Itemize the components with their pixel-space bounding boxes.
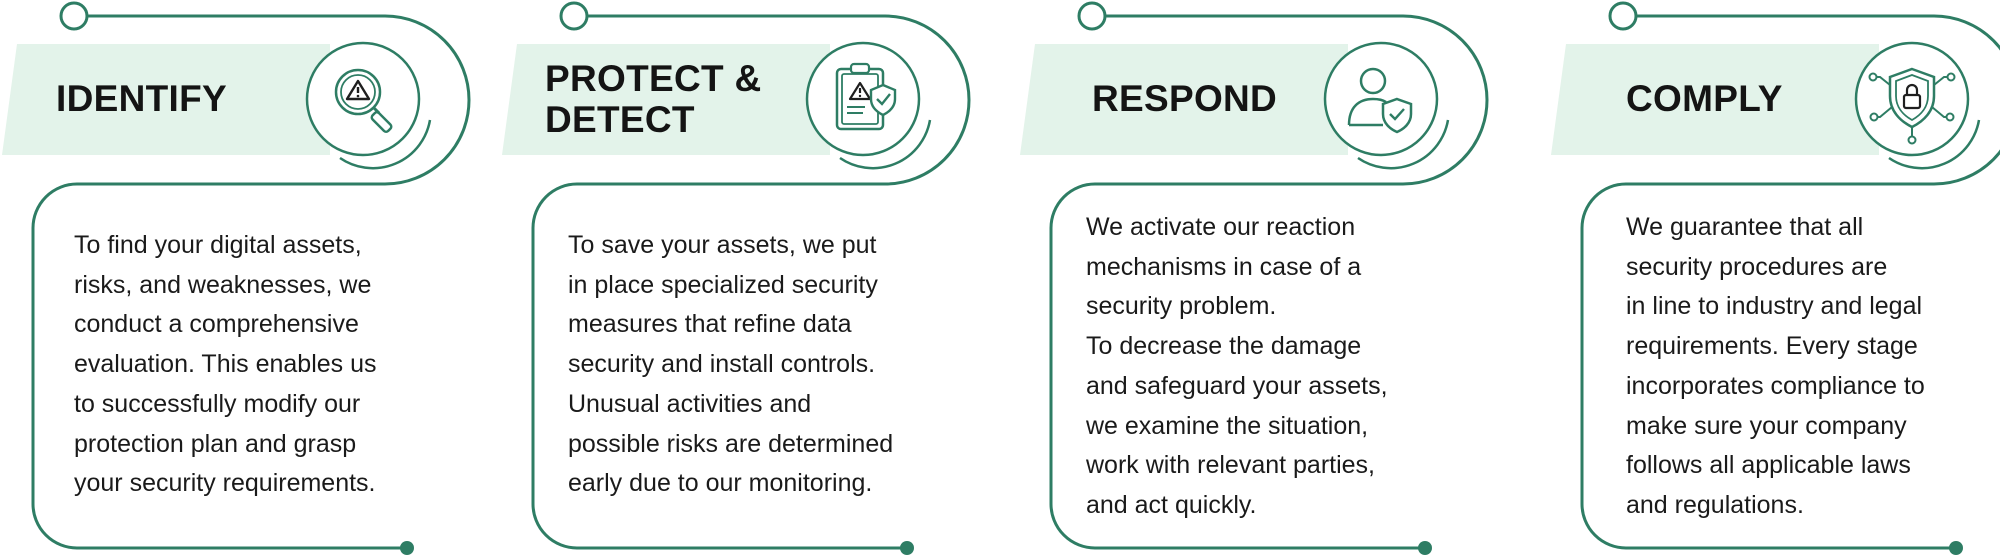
step-title: RESPOND (1092, 78, 1278, 119)
step-description: We guarantee that all security procedure… (1626, 213, 1925, 519)
icon-arc (839, 119, 932, 170)
step-frame (502, 1, 971, 555)
icon-arc (1888, 119, 1981, 170)
step-frame (2, 1, 471, 555)
step-description: We activate our reaction mechanisms in c… (1086, 213, 1388, 519)
connector-path (31, 14, 471, 550)
end-node (1949, 541, 1963, 555)
start-node (1608, 1, 1638, 31)
start-node (59, 1, 89, 31)
icon-arc (1357, 119, 1450, 170)
connector-path (1049, 14, 1489, 550)
connector-path (531, 14, 971, 550)
user-shield-icon (1323, 41, 1439, 157)
step-frame (1551, 1, 2000, 555)
step-comply: COMPLY We guarantee that all security pr… (1549, 0, 2000, 556)
step-title: PROTECT & DETECT (545, 58, 762, 140)
start-node (559, 1, 589, 31)
connector-path (1580, 14, 2000, 550)
clipboard-shield-icon (805, 41, 921, 157)
end-node (900, 541, 914, 555)
step-description: To find your digital assets, risks, and … (74, 231, 377, 498)
end-node (1418, 541, 1432, 555)
lock-shield-circuit-icon (1854, 41, 1970, 157)
title-band (1551, 44, 1879, 155)
icon-arc (339, 119, 432, 170)
step-frame (1020, 1, 1489, 555)
magnifier-warning-icon (305, 41, 421, 157)
step-respond: RESPOND We activate our reaction mechani… (1018, 0, 1518, 556)
title-band (2, 44, 330, 155)
step-title: IDENTIFY (56, 78, 227, 119)
title-band (502, 44, 830, 155)
step-protect-detect: PROTECT & DETECT To save your assets, we… (500, 0, 1000, 556)
step-description: To save your assets, we put in place spe… (568, 231, 894, 498)
end-node (400, 541, 414, 555)
step-identify: IDENTIFY To find your digital assets, ri… (0, 0, 500, 556)
step-title: COMPLY (1626, 78, 1783, 119)
start-node (1077, 1, 1107, 31)
title-band (1020, 44, 1348, 155)
